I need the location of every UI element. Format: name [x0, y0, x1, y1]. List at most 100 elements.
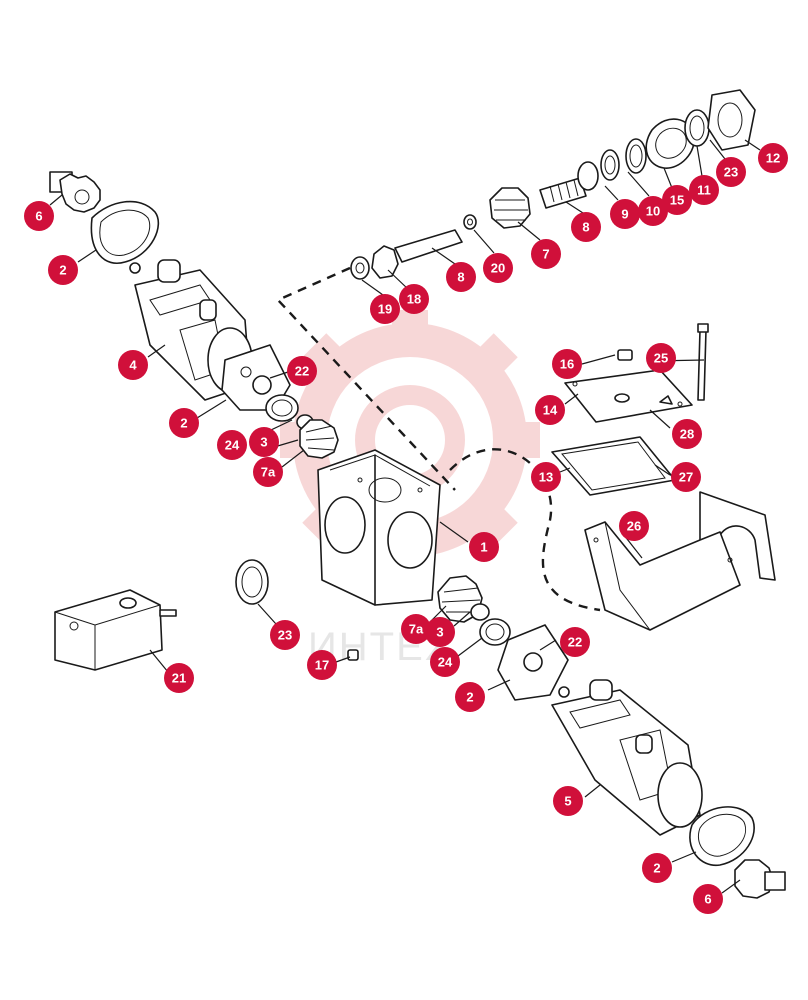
callout-label: 8 — [582, 220, 589, 235]
callout-4: 4 — [118, 350, 148, 380]
callout-6: 6 — [24, 201, 54, 231]
callout-21: 21 — [164, 663, 194, 693]
part-pinion-gear-top — [49, 171, 101, 213]
callout-label: 2 — [653, 861, 660, 876]
callout-label: 12 — [766, 151, 780, 166]
callout-3: 3 — [249, 427, 279, 457]
callout-11: 11 — [689, 175, 719, 205]
callout-19: 19 — [370, 294, 400, 324]
callout-label: 22 — [295, 364, 309, 379]
part-bearing-stack — [577, 89, 756, 191]
callout-28: 28 — [672, 419, 702, 449]
callout-23: 23 — [716, 157, 746, 187]
callout-10: 10 — [638, 196, 668, 226]
part-seal-ring-lower — [235, 559, 269, 605]
callout-label: 10 — [646, 204, 660, 219]
callout-label: 24 — [225, 438, 240, 453]
part-flange-gasket-top — [90, 200, 160, 264]
callout-22: 22 — [287, 356, 317, 386]
callout-13: 13 — [531, 462, 561, 492]
part-plug-top — [617, 349, 633, 361]
callout-label: 20 — [491, 261, 505, 276]
callout-label: 2 — [180, 416, 187, 431]
callout-label: 6 — [704, 892, 711, 907]
callout-9: 9 — [610, 199, 640, 229]
callout-7: 7 — [531, 239, 561, 269]
callout-label: 3 — [260, 435, 267, 450]
callout-26: 26 — [619, 511, 649, 541]
part-hydraulic-motor-lower — [551, 679, 703, 836]
callout-2: 2 — [642, 853, 672, 883]
callout-8: 8 — [571, 212, 601, 242]
callout-label: 6 — [35, 209, 42, 224]
callout-24: 24 — [430, 647, 460, 677]
part-shaft-assembly-upper — [350, 214, 477, 280]
callout-25: 25 — [646, 343, 676, 373]
callout-label: 15 — [670, 193, 684, 208]
callout-label: 21 — [172, 671, 186, 686]
callout-label: 17 — [315, 658, 329, 673]
callout-label: 28 — [680, 427, 694, 442]
callout-1: 1 — [469, 532, 499, 562]
callout-label: 1 — [480, 540, 487, 555]
callout-24: 24 — [217, 430, 247, 460]
part-plug-small — [347, 649, 359, 661]
callout-7a: 7a — [253, 457, 283, 487]
callout-label: 4 — [129, 358, 137, 373]
callout-20: 20 — [483, 253, 513, 283]
callout-2: 2 — [48, 255, 78, 285]
part-bevel-gear-left — [299, 419, 339, 459]
part-seal-ring-right-inner — [485, 623, 505, 641]
callout-label: 19 — [378, 302, 392, 317]
callout-label: 14 — [543, 403, 558, 418]
part-seal-ring-left-inner — [271, 399, 293, 417]
callout-17: 17 — [307, 650, 337, 680]
callout-label: 3 — [436, 625, 443, 640]
callout-label: 22 — [568, 635, 582, 650]
part-seal-ring-left — [265, 394, 299, 422]
callout-22: 22 — [560, 627, 590, 657]
callout-label: 26 — [627, 519, 641, 534]
callout-label: 27 — [679, 470, 693, 485]
callout-7a: 7a — [401, 614, 431, 644]
callout-12: 12 — [758, 143, 788, 173]
part-dipstick — [697, 323, 709, 401]
callout-16: 16 — [552, 349, 582, 379]
callout-label: 16 — [560, 357, 574, 372]
part-gear-housing — [317, 449, 441, 606]
callout-label: 7a — [409, 622, 424, 637]
callout-23: 23 — [270, 620, 300, 650]
callout-label: 18 — [407, 292, 421, 307]
part-hydraulic-pump — [54, 589, 177, 671]
part-cover-plate — [564, 369, 693, 423]
part-seal-ring-right — [479, 618, 511, 646]
callout-label: 13 — [539, 470, 553, 485]
callout-2: 2 — [169, 408, 199, 438]
leader-lines — [49, 139, 761, 894]
callout-label: 24 — [438, 655, 453, 670]
assembly-path-right — [449, 448, 601, 612]
callout-18: 18 — [399, 284, 429, 314]
callout-15: 15 — [662, 185, 692, 215]
callout-5: 5 — [553, 786, 583, 816]
callout-2: 2 — [455, 682, 485, 712]
callout-6: 6 — [693, 884, 723, 914]
callout-label: 2 — [59, 263, 66, 278]
callout-label: 25 — [654, 351, 668, 366]
part-mounting-bracket — [584, 521, 741, 631]
callout-label: 8 — [457, 270, 464, 285]
callout-label: 5 — [564, 794, 571, 809]
callout-label: 23 — [278, 628, 292, 643]
callout-label: 11 — [697, 183, 711, 198]
part-pinion-gear-bottom — [734, 859, 786, 899]
callout-label: 7a — [261, 465, 276, 480]
callout-27: 27 — [671, 462, 701, 492]
callout-3: 3 — [425, 617, 455, 647]
callout-8: 8 — [446, 262, 476, 292]
part-washer-right — [470, 603, 490, 621]
part-flange-gasket-bottom — [689, 806, 755, 866]
callout-label: 9 — [621, 207, 628, 222]
callout-14: 14 — [535, 395, 565, 425]
